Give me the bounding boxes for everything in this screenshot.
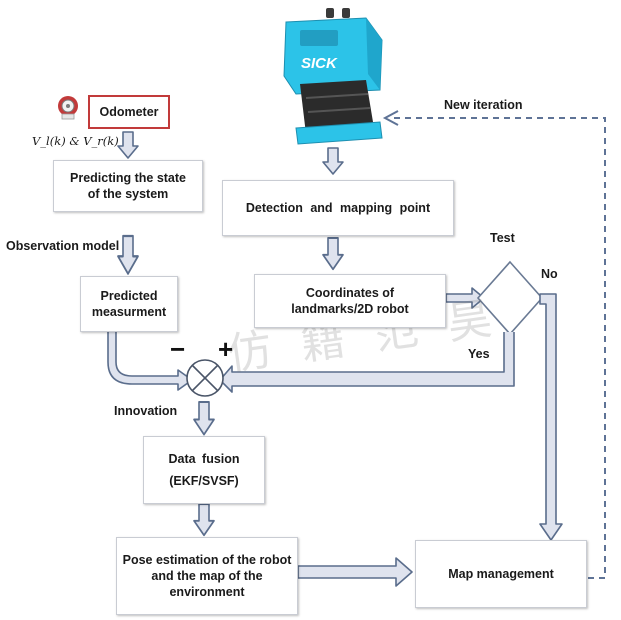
- data-fusion-line-1: Data fusion: [168, 451, 240, 466]
- velocity-label: V_l(k) & V_r(k): [32, 134, 119, 148]
- predict-state-line-2: of the system: [87, 187, 169, 201]
- arrow-coordinates-to-test: [445, 287, 485, 309]
- pose-estimation-box: Pose estimation of the robot and the map…: [116, 537, 298, 615]
- pose-estimation-line-2: and the map of the: [151, 568, 263, 583]
- predicted-measurement-line-2: measurment: [91, 305, 167, 319]
- minus-sign: −: [170, 334, 186, 364]
- odometer-box: Odometer: [88, 95, 170, 129]
- pose-estimation-line-3: environment: [169, 585, 245, 600]
- dashed-arrowhead: [382, 110, 399, 126]
- arrow-fusion-to-pose: [193, 503, 215, 537]
- observation-model-label: Observation model: [6, 239, 120, 253]
- predicted-measurement-line-1: Predicted: [100, 288, 158, 303]
- new-iteration-label: New iteration: [444, 98, 523, 112]
- comparator-sum-junction: [186, 359, 224, 397]
- arrow-predict-to-measurement: [116, 234, 140, 275]
- yes-label: Yes: [468, 347, 490, 361]
- coordinates-box: Coordinates of landmarks/2D robot: [254, 274, 446, 328]
- arrow-sensor-to-detection: [322, 147, 344, 175]
- laser-scanner-icon: [283, 8, 383, 145]
- arrow-comparator-to-fusion: [193, 401, 215, 436]
- coordinates-line-2: landmarks/2D robot: [291, 302, 409, 316]
- arrow-odometer-to-predict: [117, 131, 139, 159]
- test-label: Test: [490, 231, 515, 245]
- detection-box: Detection and mapping point: [222, 180, 454, 236]
- predict-state-line-1: Predicting the state: [70, 170, 186, 185]
- plus-sign: +: [218, 334, 234, 364]
- odometer-wheel-icon: [58, 96, 78, 120]
- arrow-pose-to-map: [297, 557, 413, 587]
- map-management-box: Map management: [415, 540, 587, 608]
- map-management-label: Map management: [448, 566, 554, 581]
- coordinates-line-1: Coordinates of: [305, 285, 395, 300]
- dashed-new-iteration-line: [390, 117, 606, 579]
- predict-state-box: Predicting the state of the system: [53, 160, 203, 212]
- odometer-label: Odometer: [99, 104, 159, 119]
- predicted-measurement-box: Predicted measurment: [80, 276, 178, 332]
- detection-label: Detection and mapping point: [245, 200, 431, 215]
- arrow-detection-to-coordinates: [322, 237, 344, 271]
- device-brand-label: SICK: [301, 55, 337, 72]
- data-fusion-line-2: (EKF/SVSF): [169, 474, 239, 488]
- pose-estimation-line-1: Pose estimation of the robot: [122, 552, 292, 567]
- innovation-label: Innovation: [114, 404, 178, 418]
- data-fusion-box: Data fusion (EKF/SVSF): [143, 436, 265, 504]
- no-label: No: [541, 267, 558, 281]
- arrow-no-to-map: [539, 293, 563, 541]
